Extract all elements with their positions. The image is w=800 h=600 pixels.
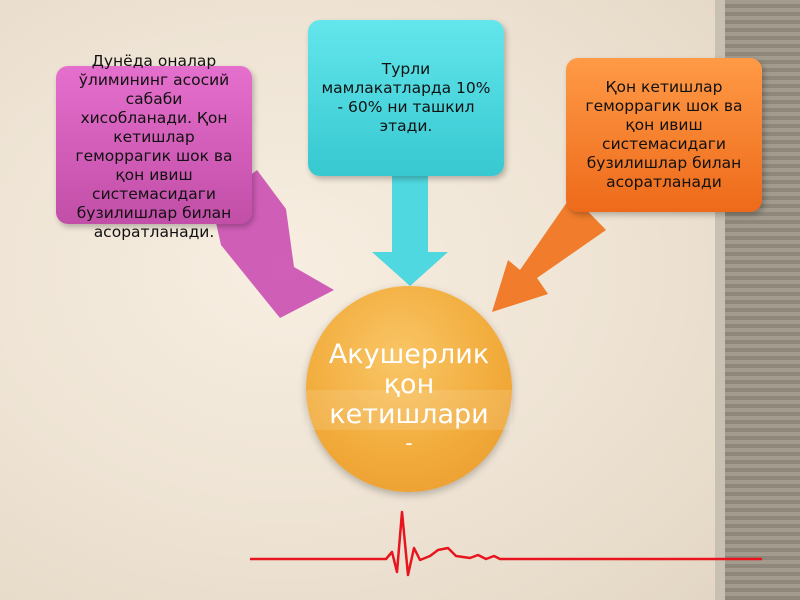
left-info-box: Дунёда оналар ўлимининг асосий сабаби хи… xyxy=(56,52,252,241)
text-line: Турли xyxy=(381,60,431,78)
center-circle: Акушерлик қон кетишлари - xyxy=(306,286,512,492)
left-box-text: Дунёда оналар ўлимининг асосий сабаби хи… xyxy=(66,52,242,242)
middle-arrow xyxy=(372,176,448,286)
text-line: системасидаги xyxy=(92,185,216,203)
text-line: геморрагик шок ва xyxy=(75,147,233,165)
center-line: қон xyxy=(383,369,435,400)
text-line: Дунёда оналар xyxy=(91,52,217,70)
center-title: Акушерлик қон кетишлари xyxy=(306,340,512,430)
text-line: бузилишлар билан xyxy=(76,204,232,222)
text-line: этади. xyxy=(379,117,433,135)
text-line: қон ивиш xyxy=(115,166,193,184)
center-line: кетишлари xyxy=(329,399,489,430)
text-line: асоратланади. xyxy=(93,223,215,241)
center-line: Акушерлик xyxy=(328,339,490,370)
text-line: бузилишлар билан xyxy=(586,154,742,172)
text-line: - 60% ни ташкил xyxy=(337,98,475,116)
center-dash: - xyxy=(405,431,413,455)
text-line: кетишлар xyxy=(113,128,195,146)
text-line: ўлимининг асосий xyxy=(78,71,230,89)
right-info-box: Қон кетишлар геморрагик шок ва қон ивиш … xyxy=(566,58,762,212)
circle-highlight-band xyxy=(306,390,512,430)
text-line: сабаби xyxy=(125,90,183,108)
ekg-heartbeat-line xyxy=(250,510,762,577)
text-line: системасидаги xyxy=(602,135,726,153)
text-line: геморрагик шок ва xyxy=(585,97,743,115)
middle-info-box: Турли мамлакатларда 10% - 60% ни ташкил … xyxy=(308,20,504,176)
text-line: мамлакатларда 10% xyxy=(321,79,491,97)
text-line: қон ивиш xyxy=(625,116,703,134)
text-line: асоратланади xyxy=(606,173,722,191)
text-line: Қон кетишлар xyxy=(605,78,723,96)
text-line: хисобланади. Қон xyxy=(80,109,228,127)
right-arrow xyxy=(492,195,606,312)
